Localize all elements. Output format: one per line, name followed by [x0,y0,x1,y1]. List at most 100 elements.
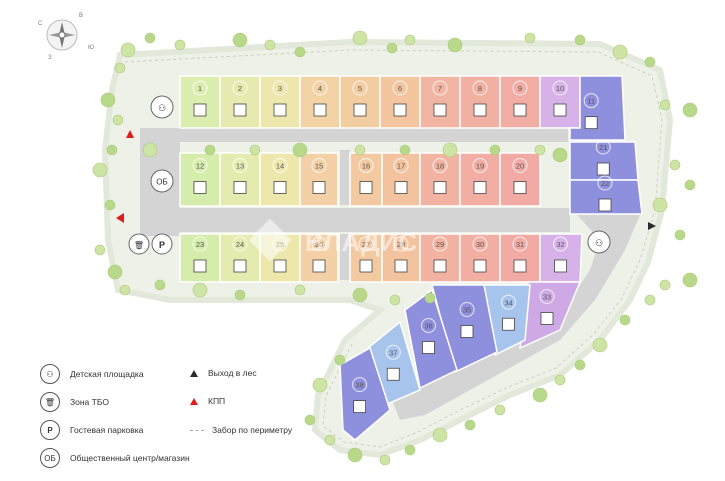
plot-number: 23 [196,240,204,249]
tree-icon [312,377,328,393]
plot-32[interactable]: 32 [539,233,583,283]
plot-23[interactable]: 23 [179,233,221,283]
plot-10[interactable]: 10 [539,75,581,129]
house-icon [513,181,527,194]
tree-icon [424,292,436,304]
plot-15[interactable]: 15 [299,152,339,207]
plot-33[interactable]: 33 [519,281,582,350]
plot-3[interactable]: 3 [259,75,301,129]
house-icon [598,198,612,212]
public-center-label: ОБ [156,178,167,187]
tree-icon [354,144,366,156]
plot-9[interactable]: 9 [499,75,541,129]
plot-number-badge [512,158,528,173]
tree-icon [669,159,681,171]
trees [92,30,698,466]
plot-number: 19 [476,162,484,171]
plot-area[interactable] [339,346,391,441]
trash-icon: 🗑 [40,392,60,412]
plot-area[interactable] [299,152,339,207]
playground-marker-east[interactable]: ⚇ [587,230,611,254]
plot-31[interactable]: 31 [499,233,541,283]
tree-icon [592,337,608,353]
plot-2[interactable]: 2 [219,75,261,129]
plot-area[interactable] [499,152,541,207]
plot-24[interactable]: 24 [219,233,261,283]
tree-icon [352,30,368,46]
tree-icon [682,272,698,288]
tree-icon [100,92,116,108]
plot-20[interactable]: 20 [499,152,541,207]
plot-19[interactable]: 19 [459,152,501,207]
legend-parking: P Гостевая парковка [40,420,143,440]
plot-1[interactable]: 1 [179,75,221,129]
plot-number: 3 [278,84,282,93]
tree-icon [682,102,698,118]
house-icon [433,259,447,273]
plot-21[interactable]: 21 [569,139,639,181]
plot-14[interactable]: 14 [259,152,301,207]
plot-29[interactable]: 29 [419,233,461,283]
plot-area[interactable] [404,288,458,390]
plot-number-badge [432,236,448,252]
plot-13[interactable]: 13 [219,152,261,207]
legend-playground: ⚇ Детская площадка [40,364,144,384]
tree-icon [524,32,536,44]
parking-icon: P [40,420,60,440]
house-icon [584,116,598,130]
plot-26[interactable]: 26 [299,233,339,283]
tree-icon [234,289,246,301]
tree-icon [379,454,391,466]
plot-4[interactable]: 4 [299,75,341,129]
public-center-marker[interactable]: ОБ [150,169,174,193]
tree-icon [107,264,123,280]
plot-16[interactable]: 16 [349,152,383,207]
plot-18[interactable]: 18 [419,152,461,207]
plot-6[interactable]: 6 [379,75,421,129]
tbo-marker[interactable]: 🗑 [128,233,150,255]
plot-35[interactable]: 35 [431,284,498,374]
parking-marker[interactable]: P [151,233,173,255]
plot-11[interactable]: 11 [569,75,626,141]
legend-kpp: КПП [190,396,225,406]
plot-number-badge [512,80,528,96]
house-icon [233,259,247,273]
plot-7[interactable]: 7 [419,75,461,129]
house-icon [193,181,207,194]
playground-marker[interactable]: ⚇ [150,95,174,119]
plot-28[interactable]: 28 [381,233,421,283]
plot-36[interactable]: 36 [404,288,458,390]
plot-number: 17 [397,162,405,171]
plot-17[interactable]: 17 [381,152,421,207]
plot-number-badge [583,93,599,109]
tree-icon [120,42,136,58]
plot-8[interactable]: 8 [459,75,501,129]
tree-icon [174,39,186,51]
plot-22[interactable]: 22 [569,175,643,215]
house-icon [273,181,287,194]
legend-parking-label: Гостевая парковка [70,425,144,435]
plot-number: 21 [599,143,607,152]
plot-area[interactable] [569,179,643,215]
plot-5[interactable]: 5 [339,75,381,129]
house-icon [353,400,367,414]
plot-12[interactable]: 12 [179,152,221,207]
plot-number: 8 [478,84,482,93]
plot-number: 26 [315,240,323,249]
plot-number-badge [352,80,368,96]
plot-area[interactable] [299,233,339,283]
tree-icon [144,32,156,44]
plot-number-badge [192,80,208,96]
compass-north: С [38,21,43,27]
plot-30[interactable]: 30 [459,233,501,283]
plot-38[interactable]: 38 [339,346,391,441]
tree-icon [106,144,118,156]
plot-number-badge [595,139,611,155]
plot-area[interactable] [569,75,626,141]
plot-number-badge [311,158,327,173]
tree-icon [674,229,686,241]
tree-icon [192,282,208,298]
house-icon [193,259,207,273]
